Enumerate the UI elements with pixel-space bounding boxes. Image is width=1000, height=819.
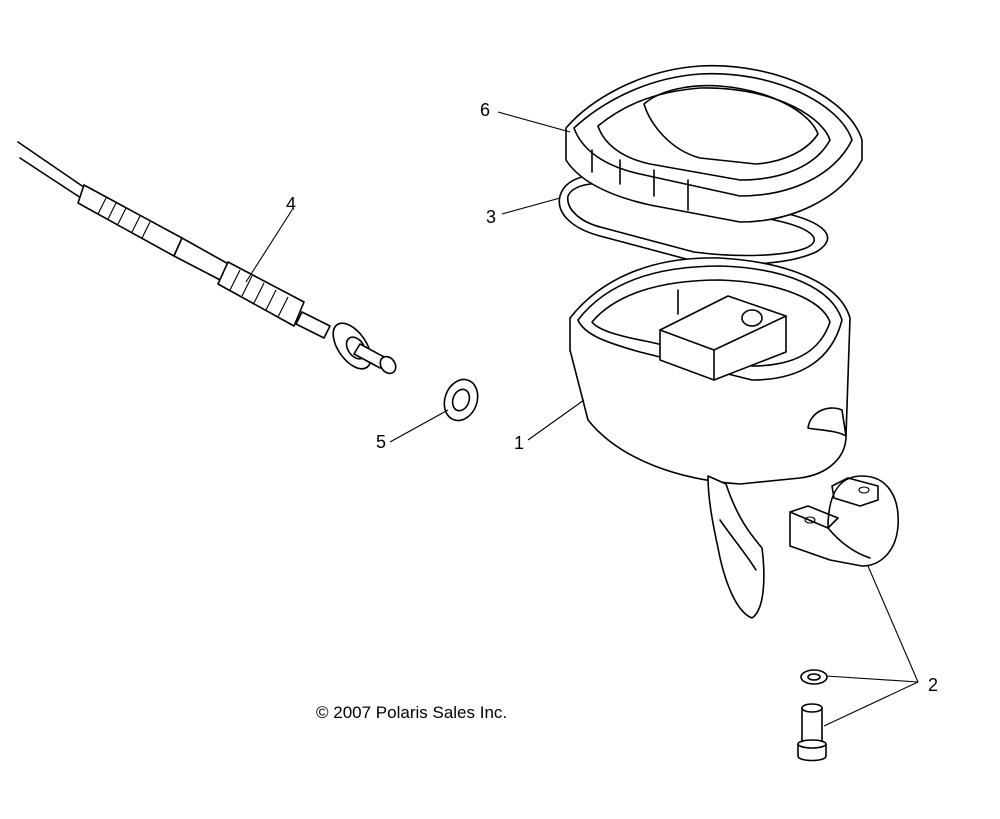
cover: [565, 64, 863, 223]
throttle-cable: [17, 141, 397, 375]
callout-5: 5: [376, 432, 387, 452]
callout-4: 4: [286, 194, 297, 214]
callout-6: 6: [480, 100, 491, 120]
housing: [569, 257, 851, 619]
callout-1: 1: [514, 433, 525, 453]
callout-3: 3: [486, 207, 497, 227]
callout-2: 2: [928, 675, 939, 695]
copyright-notice: © 2007 Polaris Sales Inc.: [316, 703, 508, 722]
clamp-assembly: [789, 475, 899, 762]
washer: [443, 378, 479, 422]
leader-lines: [245, 111, 919, 727]
